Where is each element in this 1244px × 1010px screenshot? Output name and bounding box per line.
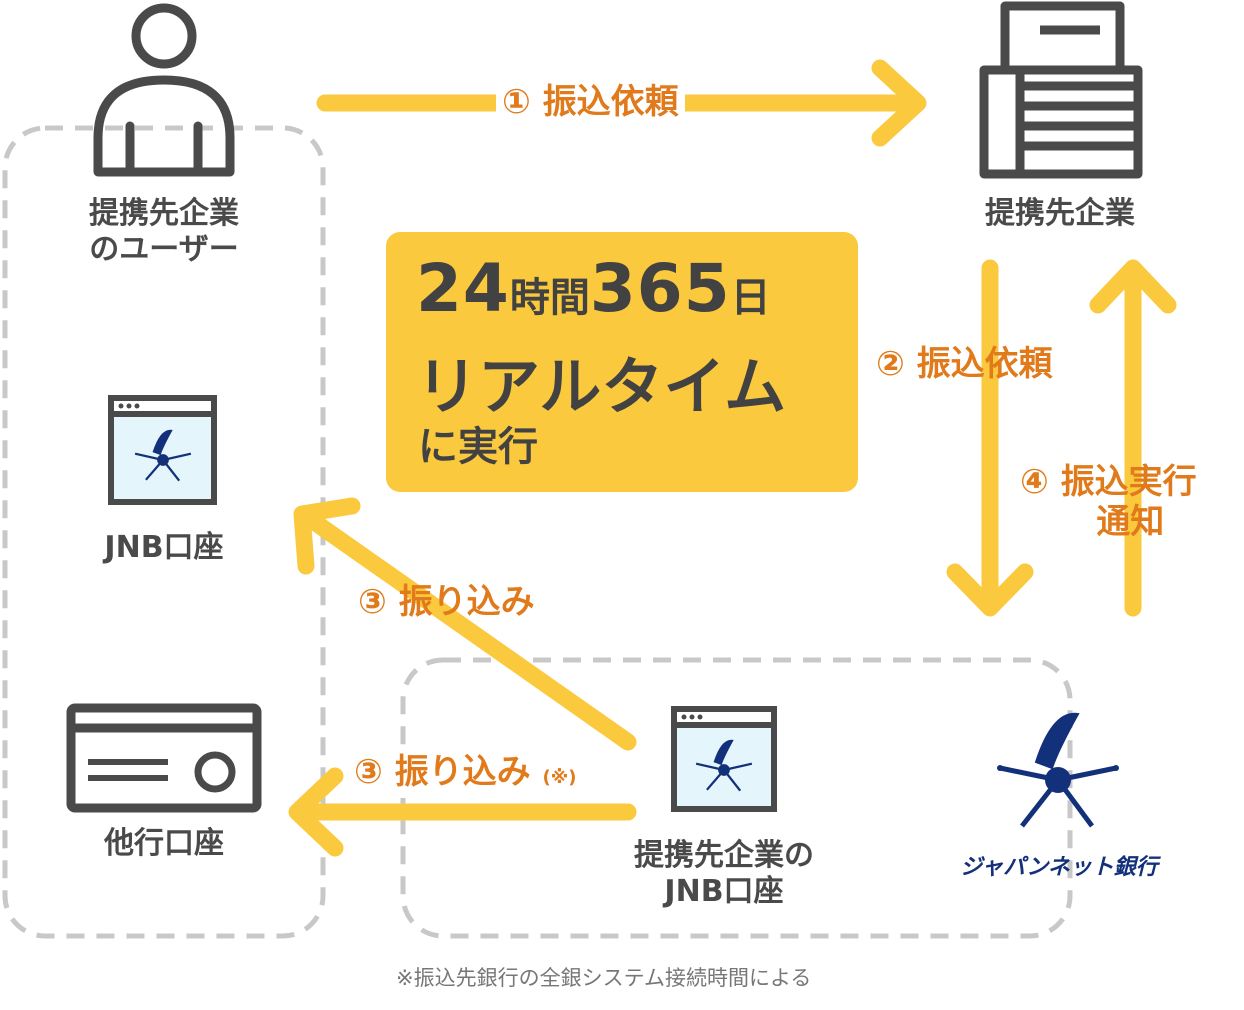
step4-line2: 通知 bbox=[1096, 502, 1165, 542]
highlight-365: 365 bbox=[589, 250, 731, 327]
highlight-days-word: 日 bbox=[730, 275, 771, 321]
highlight-hours-word: 時間 bbox=[509, 275, 590, 321]
bank-card-icon bbox=[66, 703, 262, 813]
step2-label: ② 振込依頼 bbox=[876, 344, 1053, 384]
step3b-number: ③ bbox=[354, 752, 383, 792]
user-label: 提携先企業 のユーザー bbox=[62, 196, 266, 268]
step3a-number: ③ bbox=[358, 582, 387, 622]
arrow-step3a bbox=[297, 507, 637, 751]
highlight-line1: 24時間365日 bbox=[416, 250, 771, 327]
partner-jnb-label: 提携先企業の JNB口座 bbox=[610, 838, 838, 910]
step4-label: ④ 振込実行 通知 bbox=[1020, 462, 1197, 542]
highlight-line3: に実行 bbox=[418, 424, 538, 470]
highlight-24: 24 bbox=[416, 250, 510, 327]
step2-text: 振込依頼 bbox=[916, 344, 1053, 384]
step4-number: ④ bbox=[1020, 462, 1049, 502]
partner-jnb-window-icon bbox=[671, 706, 777, 812]
other-account-label: 他行口座 bbox=[104, 826, 224, 861]
user-label-line2: のユーザー bbox=[89, 232, 239, 267]
step2-number: ② bbox=[876, 344, 905, 384]
footnote: ※振込先銀行の全銀システム接続時間による bbox=[396, 966, 812, 990]
step1-number: ① bbox=[502, 82, 531, 122]
building-icon bbox=[979, 1, 1143, 179]
partner-jnb-line2: JNB口座 bbox=[664, 874, 784, 909]
bank-logo-mark bbox=[997, 712, 1119, 828]
step3b-text: 振り込み bbox=[394, 752, 531, 792]
step3b-label: ③ 振り込み (※) bbox=[350, 752, 581, 798]
highlight-line2: リアルタイム bbox=[416, 350, 787, 423]
partner-jnb-line1: 提携先企業の bbox=[634, 838, 814, 873]
jnb-account-label: JNB口座 bbox=[104, 530, 224, 565]
bank-name-logo-text: ジャパンネット銀行 bbox=[960, 855, 1158, 880]
person-icon bbox=[93, 3, 235, 177]
step3b-mark: (※) bbox=[542, 767, 577, 788]
step1-text: 振込依頼 bbox=[542, 82, 679, 122]
step3a-text: 振り込み bbox=[398, 582, 535, 622]
step4-line1: 振込実行 bbox=[1060, 462, 1197, 502]
partner-label: 提携先企業 bbox=[985, 196, 1135, 231]
partner-group-dashed-box bbox=[400, 657, 1073, 939]
step1-label: ① 振込依頼 bbox=[496, 82, 685, 122]
user-label-line1: 提携先企業 bbox=[89, 196, 239, 231]
step3a-label: ③ 振り込み bbox=[358, 582, 535, 622]
realtime-highlight-box bbox=[386, 232, 858, 492]
jnb-account-window-icon bbox=[108, 395, 217, 505]
